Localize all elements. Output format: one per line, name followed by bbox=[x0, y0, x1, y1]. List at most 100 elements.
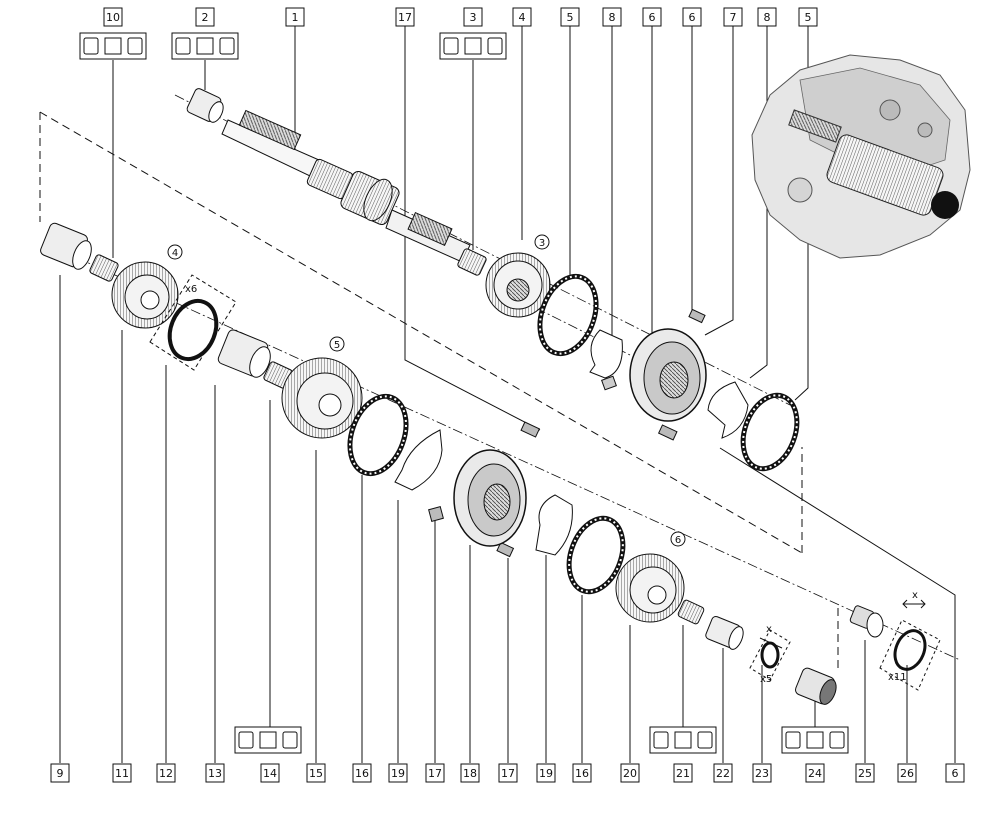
callout-bottom-12-text: 12 bbox=[159, 767, 173, 780]
callout-bottom-15-text: 15 bbox=[309, 767, 323, 780]
callout-bottom-13-text: 13 bbox=[208, 767, 222, 780]
shim-part-26 bbox=[879, 599, 941, 691]
callout-top-3: 3 bbox=[463, 7, 483, 27]
synchro-hub-part-7 bbox=[629, 328, 707, 422]
bolt-part-25 bbox=[849, 605, 884, 638]
callout-top-7-text: 7 bbox=[730, 11, 737, 24]
callout-top-4-text: 4 bbox=[519, 11, 526, 24]
callout-top-6: 6 bbox=[682, 7, 702, 27]
callout-bottom-6: 6 bbox=[945, 763, 965, 783]
callout-bottom-18: 18 bbox=[460, 763, 480, 783]
callout-bottom-22: 22 bbox=[713, 763, 733, 783]
callout-top-8-text: 8 bbox=[764, 11, 771, 24]
callout-bottom-20: 20 bbox=[620, 763, 640, 783]
multiplier-x5: x5 bbox=[760, 674, 772, 685]
spring-ring-part-19-right bbox=[535, 494, 573, 556]
spring-ring-part-19-left bbox=[394, 429, 443, 491]
callout-bottom-19-text: 19 bbox=[391, 767, 405, 780]
callout-bottom-11: 11 bbox=[112, 763, 132, 783]
triple-box-24 bbox=[781, 726, 849, 754]
circled-marker-3-text: 3 bbox=[539, 238, 545, 249]
callout-bottom-19: 19 bbox=[388, 763, 408, 783]
callout-bottom-18-text: 18 bbox=[463, 767, 477, 780]
callout-bottom-19: 19 bbox=[536, 763, 556, 783]
callout-top-17: 17 bbox=[395, 7, 415, 27]
spring-ring-part-8-right bbox=[707, 381, 749, 439]
callout-top-5: 5 bbox=[560, 7, 580, 27]
callout-bottom-24-text: 24 bbox=[808, 767, 822, 780]
circled-marker-5: 5 bbox=[329, 336, 345, 352]
synchro-ring-part-5-top bbox=[537, 273, 599, 357]
callout-bottom-15: 15 bbox=[306, 763, 326, 783]
callout-bottom-9-text: 9 bbox=[57, 767, 64, 780]
circled-marker-6-text: 6 bbox=[675, 535, 681, 546]
callout-top-6-text: 6 bbox=[649, 11, 656, 24]
needle-bearing-part-21 bbox=[677, 599, 705, 625]
callout-top-6-text: 6 bbox=[689, 11, 696, 24]
dimension-mark-2: x bbox=[912, 590, 918, 601]
callout-top-17-text: 17 bbox=[398, 11, 412, 24]
synchro-ring-part-5-right bbox=[740, 392, 800, 472]
triple-box-21 bbox=[649, 726, 717, 754]
callout-top-2: 2 bbox=[195, 7, 215, 27]
synchro-hub-part-18 bbox=[453, 449, 527, 547]
triple-box-10 bbox=[79, 32, 147, 60]
leader-lines bbox=[59, 26, 956, 763]
callout-bottom-13: 13 bbox=[205, 763, 225, 783]
callout-top-8: 8 bbox=[602, 7, 622, 27]
bearing-part-2 bbox=[186, 88, 224, 123]
callout-bottom-16: 16 bbox=[572, 763, 592, 783]
needle-bearing-part-10 bbox=[89, 254, 119, 282]
circled-marker-6: 6 bbox=[670, 531, 686, 547]
callout-bottom-19-text: 19 bbox=[539, 767, 553, 780]
callout-bottom-24: 24 bbox=[805, 763, 825, 783]
callout-bottom-14: 14 bbox=[260, 763, 280, 783]
callout-bottom-26-text: 26 bbox=[900, 767, 914, 780]
callout-top-8: 8 bbox=[757, 7, 777, 27]
callout-bottom-17-text: 17 bbox=[428, 767, 442, 780]
triple-box-3 bbox=[439, 32, 507, 60]
dimension-arrow-23 bbox=[759, 637, 783, 649]
key-part-6-top bbox=[657, 308, 706, 441]
multiplier-x11: x11 bbox=[888, 672, 907, 683]
bearing-part-24 bbox=[795, 667, 837, 705]
callout-bottom-11-text: 11 bbox=[115, 767, 129, 780]
callout-top-6: 6 bbox=[642, 7, 662, 27]
gearbox-thumbnail bbox=[751, 54, 971, 259]
callout-bottom-21-text: 21 bbox=[676, 767, 690, 780]
circled-marker-5-text: 5 bbox=[334, 340, 340, 351]
callout-bottom-17: 17 bbox=[498, 763, 518, 783]
gear-part-4 bbox=[485, 252, 551, 318]
callout-bottom-21: 21 bbox=[673, 763, 693, 783]
spring-ring-part-8-top bbox=[589, 329, 623, 391]
bushing-part-22 bbox=[705, 615, 744, 650]
circled-marker-4-text: 4 bbox=[172, 248, 178, 259]
callout-bottom-16-text: 16 bbox=[355, 767, 369, 780]
callout-bottom-22-text: 22 bbox=[716, 767, 730, 780]
gear-part-15 bbox=[281, 357, 363, 439]
callout-top-1-text: 1 bbox=[292, 11, 299, 24]
multiplier-x6: x6 bbox=[185, 284, 197, 295]
callout-top-8-text: 8 bbox=[609, 11, 616, 24]
dimension-mark-1: x bbox=[766, 624, 772, 635]
callout-top-3-text: 3 bbox=[470, 11, 477, 24]
synchro-ring-part-16-left bbox=[347, 393, 409, 477]
bushing-part-9 bbox=[40, 222, 92, 270]
triple-box-14 bbox=[234, 726, 302, 754]
callout-top-10-text: 10 bbox=[106, 11, 120, 24]
callout-bottom-25-text: 25 bbox=[858, 767, 872, 780]
callout-bottom-6-text: 6 bbox=[952, 767, 959, 780]
callout-bottom-26: 26 bbox=[897, 763, 917, 783]
key-part-17 bbox=[428, 421, 541, 558]
callout-bottom-17-text: 17 bbox=[501, 767, 515, 780]
callout-bottom-16: 16 bbox=[352, 763, 372, 783]
callout-top-10: 10 bbox=[103, 7, 123, 27]
shaft-part-1 bbox=[221, 109, 471, 263]
callout-bottom-12: 12 bbox=[156, 763, 176, 783]
circled-marker-4: 4 bbox=[167, 244, 183, 260]
callout-bottom-20-text: 20 bbox=[623, 767, 637, 780]
callout-top-2-text: 2 bbox=[202, 11, 209, 24]
triple-box-2 bbox=[171, 32, 239, 60]
